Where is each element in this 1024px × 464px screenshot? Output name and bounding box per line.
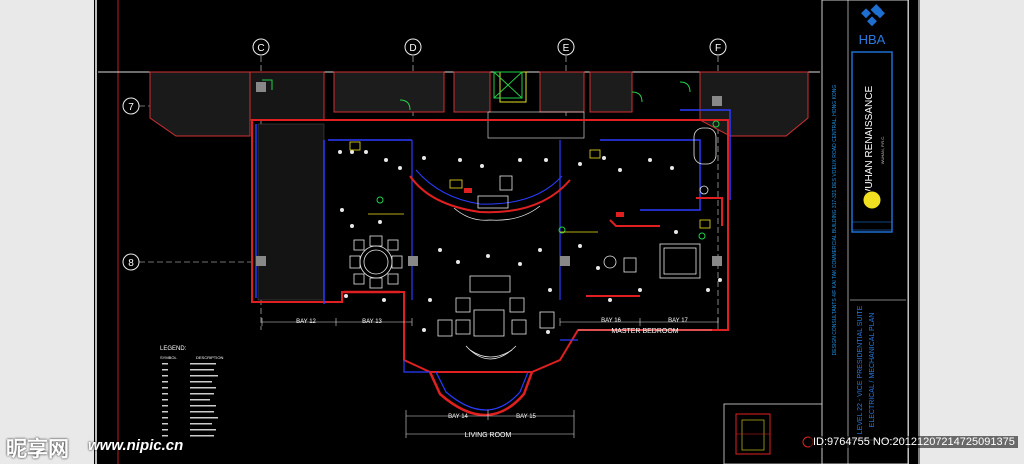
label-bay-17: BAY 17	[668, 318, 688, 324]
legend-header-symbol: SYMBOL	[160, 355, 177, 360]
title-block: HBA WUHAN RENAISSANCE WUHAN, P.R.C. DESI…	[821, 0, 909, 464]
legend-header-description: DESCRIPTION	[196, 355, 223, 360]
hba-logo-text: HBA	[859, 32, 886, 47]
label-bay-15: BAY 15	[516, 414, 536, 420]
grid-bubble-f: F	[715, 43, 721, 54]
room-label-master-bedroom: MASTER BEDROOM	[611, 328, 678, 335]
label-bay-14: BAY 14	[448, 414, 468, 420]
grid-bubble-7: 7	[128, 102, 134, 113]
watermark-brand: 昵享网	[6, 438, 69, 461]
sheet-title-line-1: LEVEL 22 - VICE PRESIDENTIAL SUITE	[857, 305, 864, 434]
project-location: WUHAN, P.R.C.	[880, 136, 885, 165]
grid-bubble-c: C	[257, 43, 264, 54]
fixtures	[262, 71, 722, 334]
furniture	[349, 127, 717, 360]
hba-logo	[861, 4, 885, 27]
label-bay-16: BAY 16	[601, 318, 621, 324]
sheet-title-line-2: ELECTRICAL / MECHANICAL PLAN	[869, 313, 876, 428]
label-bay-12: BAY 12	[296, 319, 316, 325]
grid-bubble-d: D	[409, 43, 416, 54]
label-bay-13: BAY 13	[362, 319, 382, 325]
dimension-lines	[261, 318, 719, 438]
legend: LEGEND: SYMBOL DESCRIPTION	[160, 346, 223, 437]
exterior-zones	[149, 71, 809, 139]
walls	[251, 82, 731, 417]
renaissance-logo-icon	[862, 190, 882, 210]
room-label-living-room: LIVING ROOM	[465, 432, 512, 439]
project-name: WUHAN RENAISSANCE	[864, 86, 875, 199]
drawing-sheet	[94, 0, 920, 464]
watermark-id: ID:9764755 NO:20121207214725091375	[810, 436, 1018, 448]
grid-bubble-8: 8	[128, 258, 134, 269]
legend-title: LEGEND:	[160, 346, 187, 352]
watermark-url: www.nipic.cn	[88, 437, 184, 454]
grid-bubble-e: E	[563, 43, 570, 54]
consultant-strip: DESIGN CONSULTANTS 4/F KAI TAK COMMERCIA…	[832, 85, 838, 356]
